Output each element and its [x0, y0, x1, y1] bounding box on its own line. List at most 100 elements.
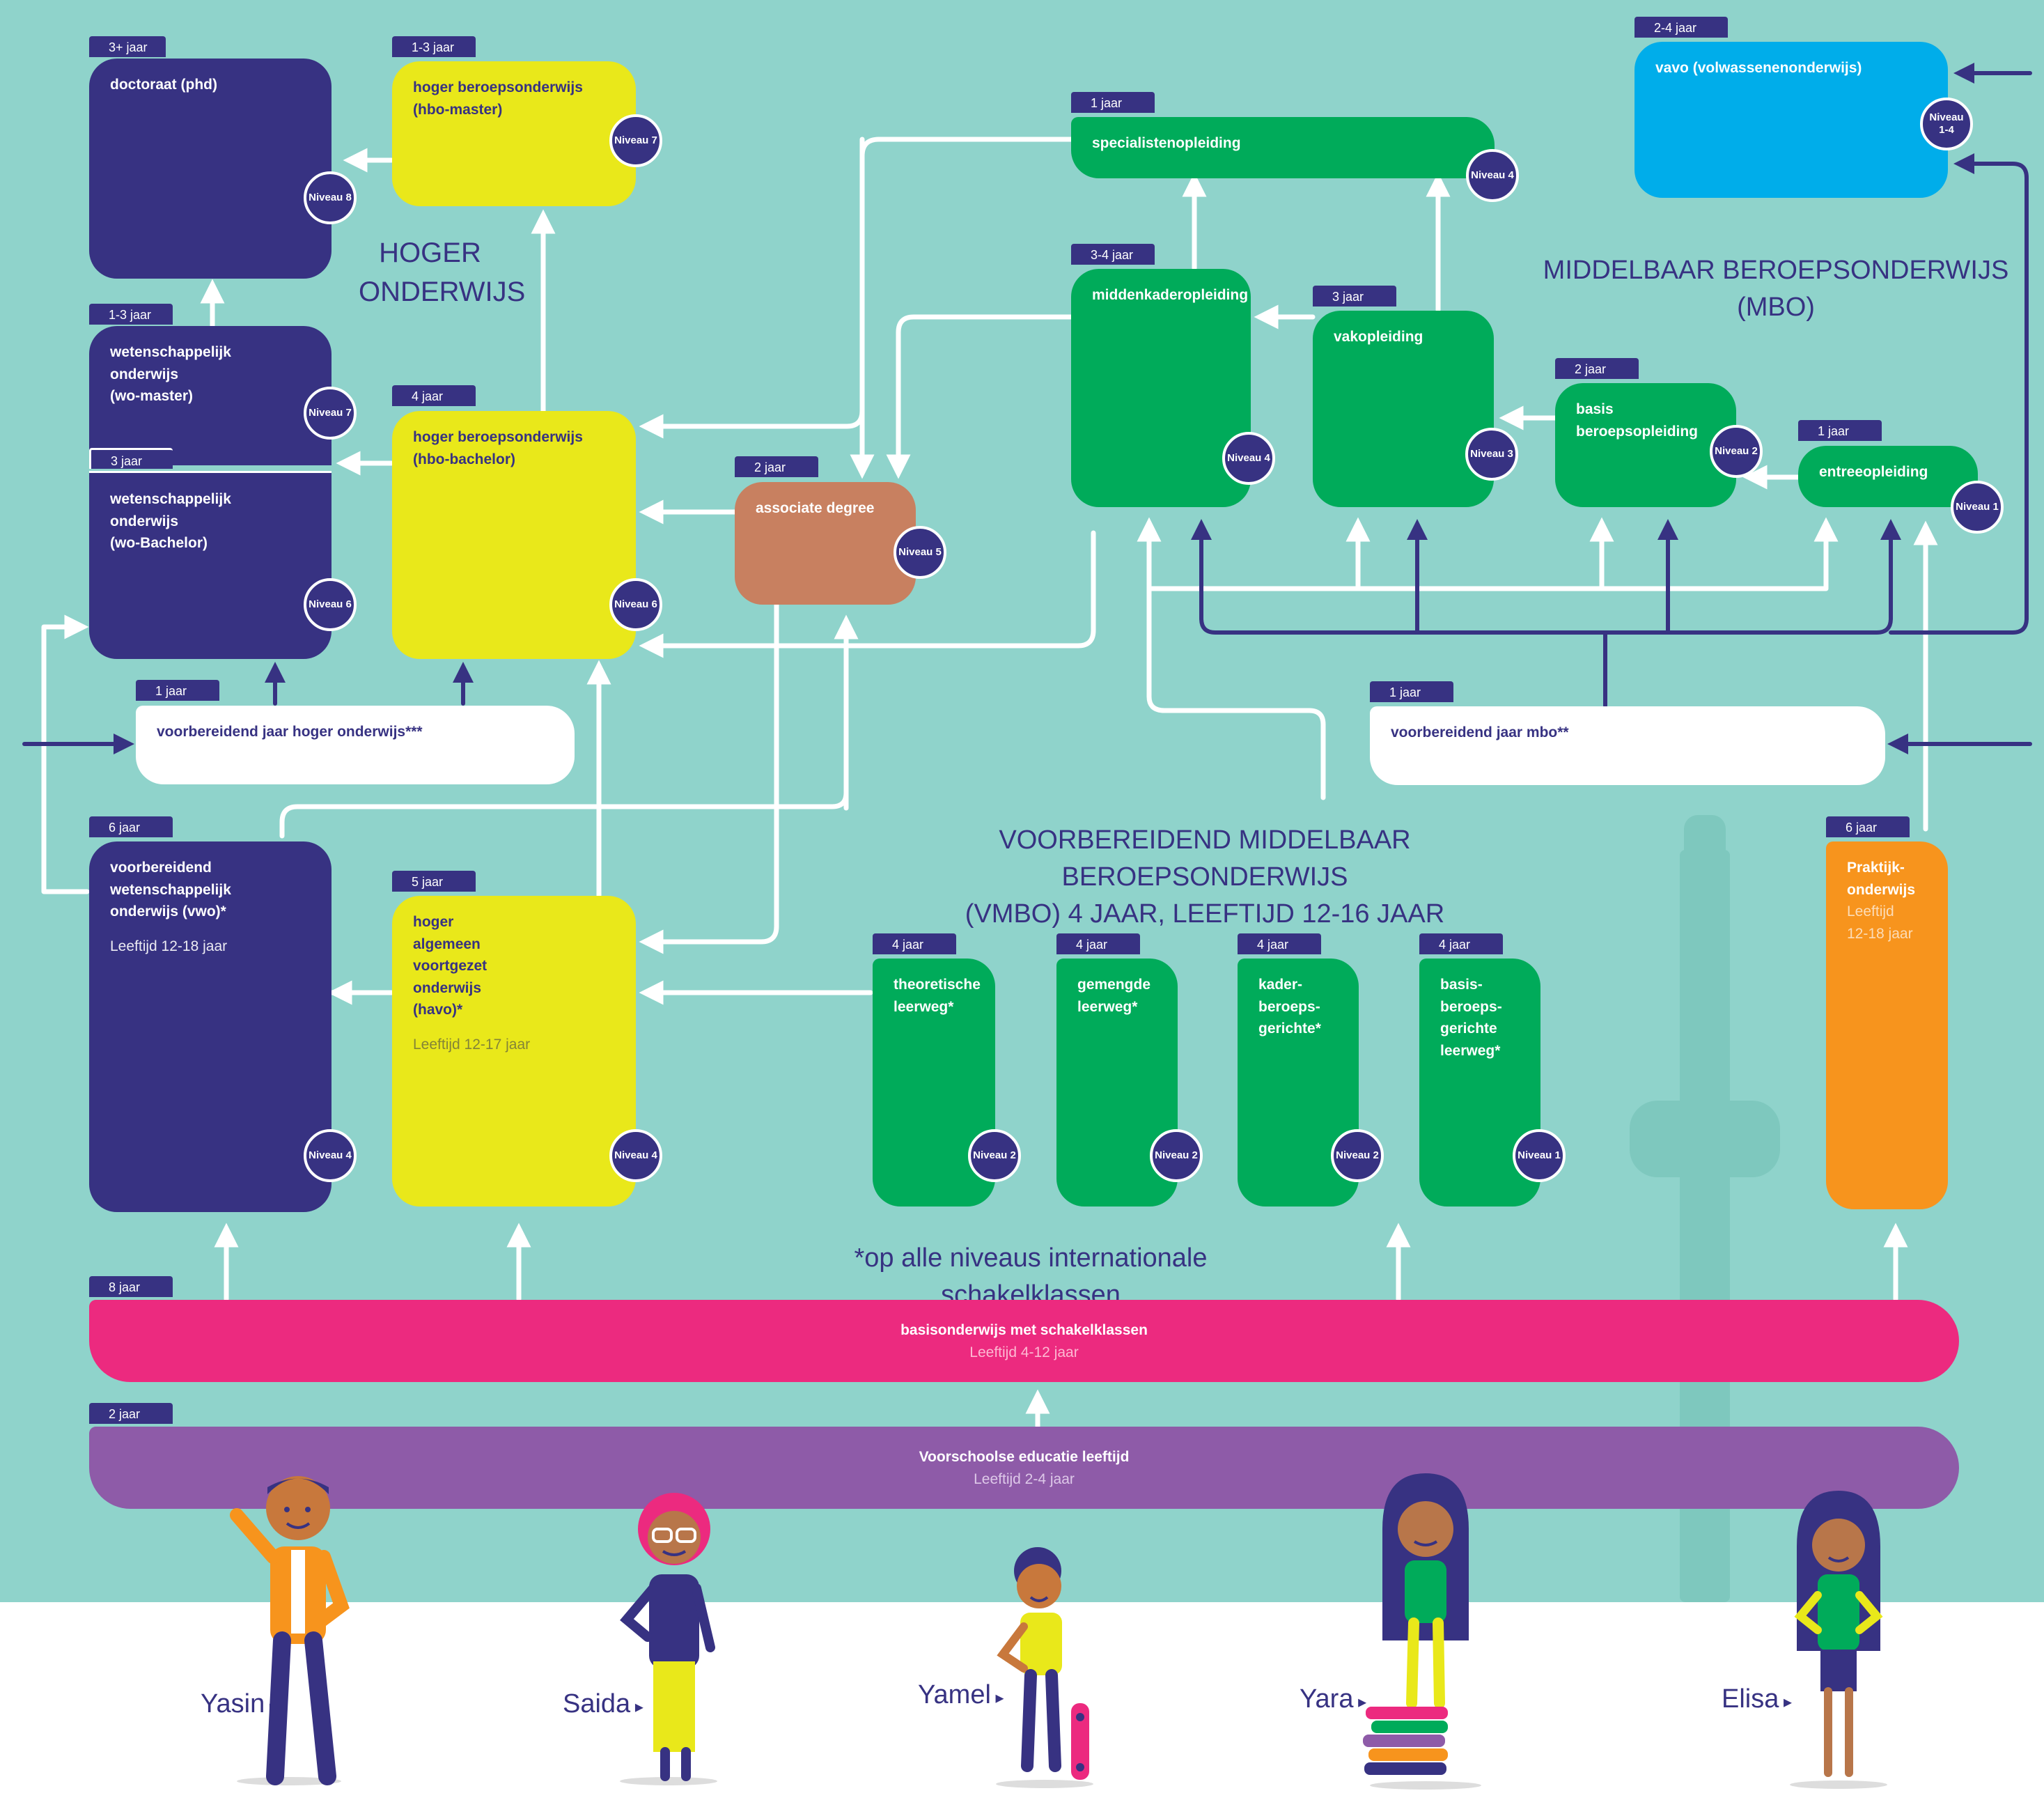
vwo-box[interactable]: voorbereidend wetenschappelijk onderwijs… — [89, 841, 331, 1212]
middenkaderopleiding-title: middenkaderopleiding — [1092, 287, 1249, 303]
gemengde-level-badge: Niveau 2 — [1150, 1129, 1203, 1182]
elisa-character[interactable] — [1769, 1491, 1908, 1790]
associate-degree-box[interactable]: associate degree — [735, 482, 916, 605]
voorbereidend-ho-duration-tab: 1 jaar — [136, 680, 219, 701]
basis-beroepsopleiding-duration-tab: 2 jaar — [1555, 358, 1639, 379]
kader-beroepsgerichte-box[interactable]: kader- beroeps- gerichte* — [1238, 959, 1359, 1207]
voorbereidend-ho-box[interactable]: voorbereidend jaar hoger onderwijs*** — [136, 706, 575, 784]
theoretische-level-badge: Niveau 2 — [968, 1129, 1021, 1182]
hbo-bachelor-duration-tab: 4 jaar — [392, 385, 476, 406]
doctoraat-box[interactable]: doctoraat (phd) — [89, 59, 331, 279]
voorbereidend-mbo-duration-tab: 1 jaar — [1370, 681, 1453, 702]
theoretische-title: theoretische leerweg* — [894, 977, 981, 1015]
person-name-yara[interactable]: Yara — [1300, 1684, 1366, 1714]
wo-master-duration-tab: 1-3 jaar — [89, 304, 173, 325]
vakopleiding-duration-tab: 3 jaar — [1313, 286, 1396, 307]
specialistenopleiding-level-badge: Niveau 4 — [1466, 149, 1519, 202]
yamel-character[interactable] — [975, 1543, 1114, 1790]
person-name-yamel[interactable]: Yamel — [918, 1680, 1004, 1710]
associate-degree-level-badge: Niveau 5 — [894, 526, 946, 579]
basis-beroepsgerichte-leerweg-box[interactable]: basis- beroeps- gerichte leerweg* — [1419, 959, 1540, 1207]
doctoraat-title: doctoraat (phd) — [110, 77, 217, 93]
doctoraat-duration-tab: 3+ jaar — [89, 36, 166, 57]
hbo-master-title: hoger beroepsonderwijs (hbo-master) — [413, 79, 583, 118]
yara-character[interactable] — [1348, 1473, 1501, 1790]
voorschools-duration-tab: 2 jaar — [89, 1403, 173, 1424]
euromast-tower-deck — [1630, 1101, 1780, 1177]
entreeopleiding-box[interactable]: entreeopleiding — [1798, 446, 1978, 507]
middenkaderopleiding-box[interactable]: middenkaderopleiding — [1071, 269, 1251, 507]
basis-leerweg-title: basis- beroeps- gerichte leerweg* — [1440, 977, 1502, 1059]
theoretische-duration-tab: 4 jaar — [873, 933, 956, 954]
specialistenopleiding-box[interactable]: specialistenopleiding — [1071, 117, 1495, 178]
praktijkonderwijs-box[interactable]: Praktijk- onderwijs Leeftijd 12-18 jaar — [1826, 841, 1948, 1209]
voorbereidend-ho-title: voorbereidend jaar hoger onderwijs*** — [157, 724, 423, 740]
associate-degree-title: associate degree — [756, 500, 875, 516]
entreeopleiding-level-badge: Niveau 1 — [1951, 481, 2004, 534]
hbo-bachelor-title: hoger beroepsonderwijs (hbo-bachelor) — [413, 429, 583, 467]
voorschools-bar[interactable]: Voorschoolse educatie leeftijd Leeftijd … — [89, 1427, 1959, 1509]
wo-bachelor-box[interactable]: wetenschappelijk onderwijs (wo-Bachelor) — [89, 471, 331, 659]
vavo-title: vavo (volwassenenonderwijs) — [1655, 60, 1862, 76]
wo-master-box[interactable]: wetenschappelijk onderwijs (wo-master) — [89, 326, 331, 465]
vavo-box[interactable]: vavo (volwassenenonderwijs) — [1635, 42, 1948, 198]
euromast-tower-top — [1684, 815, 1726, 871]
basisonderwijs-bar[interactable]: basisonderwijs met schakelklassen Leefti… — [89, 1300, 1959, 1382]
mbo-heading: MIDDELBAAR BEROEPSONDERWIJS (MBO) — [1543, 256, 2009, 323]
havo-level-badge: Niveau 4 — [609, 1129, 662, 1182]
kader-duration-tab: 4 jaar — [1238, 933, 1321, 954]
voorbereidend-mbo-box[interactable]: voorbereidend jaar mbo** — [1370, 706, 1885, 785]
basis-beroepsopleiding-box[interactable]: basis beroepsopleiding — [1555, 383, 1736, 507]
vwo-title: voorbereidend wetenschappelijk onderwijs… — [110, 860, 231, 920]
kader-title: kader- beroeps- gerichte* — [1258, 977, 1321, 1037]
hbo-master-box[interactable]: hoger beroepsonderwijs (hbo-master) — [392, 61, 636, 206]
basisonderwijs-age: Leeftijd 4-12 jaar — [969, 1344, 1079, 1360]
specialistenopleiding-duration-tab: 1 jaar — [1071, 92, 1155, 113]
wo-master-title: wetenschappelijk onderwijs (wo-master) — [110, 344, 231, 404]
wo-bachelor-title: wetenschappelijk onderwijs (wo-Bachelor) — [110, 491, 231, 551]
basisonderwijs-duration-tab: 8 jaar — [89, 1276, 173, 1297]
entreeopleiding-title: entreeopleiding — [1819, 464, 1928, 480]
wo-bachelor-duration-tab: 3 jaar — [89, 448, 173, 469]
saida-character[interactable] — [599, 1473, 738, 1787]
vwo-level-badge: Niveau 4 — [304, 1129, 357, 1182]
vakopleiding-box[interactable]: vakopleiding — [1313, 311, 1494, 507]
vakopleiding-level-badge: Niveau 3 — [1465, 428, 1518, 481]
wo-bachelor-level-badge: Niveau 6 — [304, 578, 357, 631]
praktijk-duration-tab: 6 jaar — [1826, 816, 1910, 837]
voorschools-title: Voorschoolse educatie leeftijd — [919, 1449, 1130, 1465]
basis-leerweg-level-badge: Niveau 1 — [1513, 1129, 1566, 1182]
voorbereidend-mbo-title: voorbereidend jaar mbo** — [1391, 724, 1569, 740]
havo-title: hoger algemeen voortgezet onderwijs (hav… — [413, 914, 487, 1018]
hbo-master-duration-tab: 1-3 jaar — [392, 36, 476, 57]
havo-age: Leeftijd 12-17 jaar — [413, 1036, 531, 1053]
vavo-duration-tab: 2-4 jaar — [1635, 17, 1728, 38]
praktijk-age: Leeftijd 12-18 jaar — [1847, 903, 1913, 942]
entreeopleiding-duration-tab: 1 jaar — [1798, 420, 1882, 441]
wo-master-level-badge: Niveau 7 — [304, 387, 357, 440]
person-name-saida[interactable]: Saida — [563, 1689, 643, 1719]
yasin-character[interactable] — [209, 1466, 362, 1787]
basis-beroepsopleiding-title: basis beroepsopleiding — [1576, 401, 1699, 440]
hoger-onderwijs-heading: HOGER ONDERWIJS — [359, 238, 526, 307]
gemengde-duration-tab: 4 jaar — [1056, 933, 1140, 954]
associate-degree-duration-tab: 2 jaar — [735, 456, 818, 477]
vwo-age: Leeftijd 12-18 jaar — [110, 938, 228, 954]
havo-duration-tab: 5 jaar — [392, 871, 476, 892]
kader-level-badge: Niveau 2 — [1331, 1129, 1384, 1182]
person-name-elisa[interactable]: Elisa — [1722, 1684, 1792, 1714]
person-name-yasin[interactable]: Yasin — [201, 1689, 278, 1719]
hbo-master-level-badge: Niveau 7 — [609, 114, 662, 167]
voorschools-age: Leeftijd 2-4 jaar — [974, 1471, 1075, 1487]
hbo-bachelor-box[interactable]: hoger beroepsonderwijs (hbo-bachelor) — [392, 411, 636, 659]
basis-beroepsopleiding-level-badge: Niveau 2 — [1710, 425, 1763, 478]
hbo-bachelor-level-badge: Niveau 6 — [609, 578, 662, 631]
middenkaderopleiding-duration-tab: 3-4 jaar — [1071, 244, 1155, 265]
havo-box[interactable]: hoger algemeen voortgezet onderwijs (hav… — [392, 896, 636, 1207]
vwo-duration-tab: 6 jaar — [89, 816, 173, 837]
gemengde-title: gemengde leerweg* — [1077, 977, 1151, 1015]
doctoraat-level-badge: Niveau 8 — [304, 171, 357, 224]
vavo-level-badge: Niveau 1-4 — [1920, 98, 1973, 150]
